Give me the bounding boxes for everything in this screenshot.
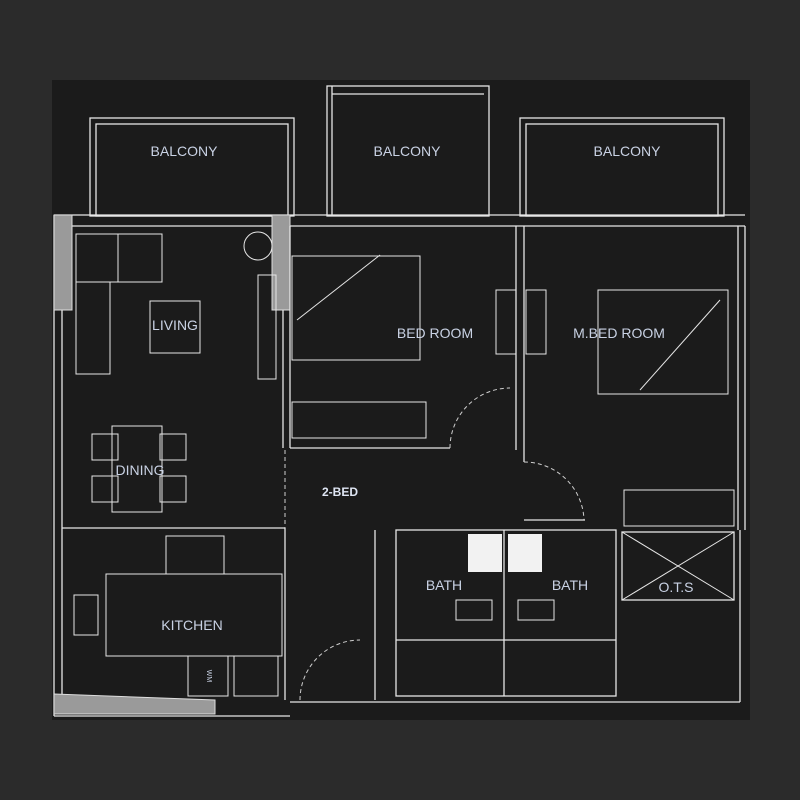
label-balcony-right: BALCONY <box>594 143 662 159</box>
label-wm: WM <box>205 670 212 683</box>
label-living: LIVING <box>152 317 198 333</box>
plan-background <box>52 80 750 720</box>
master-bed <box>597 289 735 527</box>
stove-icon <box>165 535 225 575</box>
basin-icon <box>517 599 555 621</box>
study-desks <box>495 289 547 355</box>
balcony-right <box>519 117 725 217</box>
sink-icon <box>73 594 99 636</box>
dining-table <box>91 425 187 513</box>
label-master-bed-room: M.BED ROOM <box>573 325 665 341</box>
label-balcony-center: BALCONY <box>374 143 442 159</box>
basin-icon <box>455 599 493 621</box>
wall-column <box>53 693 216 715</box>
bed <box>291 254 427 439</box>
label-balcony-left: BALCONY <box>151 143 219 159</box>
label-kitchen: KITCHEN <box>161 617 222 633</box>
plant-icon <box>243 231 273 261</box>
interior-walls <box>62 226 735 700</box>
fridge <box>233 655 279 697</box>
wall-column <box>53 214 73 311</box>
label-bath-left: BATH <box>426 577 462 593</box>
balcony-left <box>89 117 295 217</box>
tv-console <box>257 274 277 380</box>
toilet-icon <box>468 534 502 572</box>
label-bed-room: BED ROOM <box>397 325 473 341</box>
label-ots: O.T.S <box>658 579 693 595</box>
master-door-swing <box>523 461 585 521</box>
balcony-center <box>326 85 490 217</box>
toilet-icon <box>508 534 542 572</box>
wall-column <box>271 214 291 311</box>
label-unit-type: 2-BED <box>322 485 358 499</box>
label-dining: DINING <box>116 462 165 478</box>
label-bath-right: BATH <box>552 577 588 593</box>
sofa <box>75 233 163 375</box>
washing-machine <box>187 655 229 697</box>
coffee-table <box>149 300 201 354</box>
